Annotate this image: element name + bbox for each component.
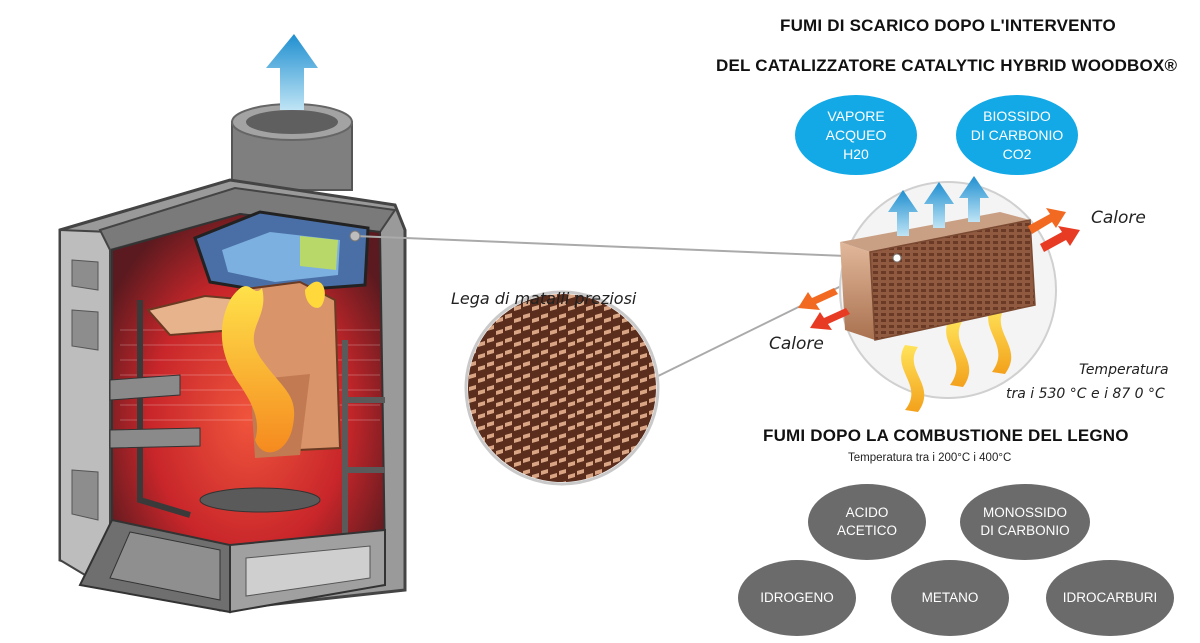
heat-wave-icon: [946, 318, 970, 387]
gas-bubble-water-vapor: VAPORE ACQUEO H20: [795, 95, 917, 175]
gas-bubble-methane: METANO: [891, 560, 1009, 636]
wood-stove: [58, 34, 407, 614]
flame-icon: [221, 286, 295, 453]
combustion-temperature: Temperatura tra i 200°C i 400°C: [848, 452, 1012, 464]
up-arrow-icon: [888, 190, 918, 236]
heat-arrow-icon: [1040, 226, 1080, 252]
catalyst-magnified: [798, 176, 1080, 412]
gas-bubble-hydrogen: IDROGENO: [738, 560, 856, 636]
heat-wave-icon: [901, 345, 925, 412]
flame-icon: [305, 281, 325, 308]
exhaust-title-line2: DEL CATALIZZATORE CATALYTIC HYBRID WOODB…: [716, 56, 1178, 75]
heat-arrow-icon: [1028, 208, 1066, 234]
gas-bubble-carbon-dioxide: BIOSSIDO DI CARBONIO CO2: [956, 95, 1078, 175]
connector-line: [354, 235, 896, 259]
heat-label-left: Calore: [769, 334, 824, 354]
gas-bubble-carbon-monoxide: MONOSSIDO DI CARBONIO: [960, 484, 1090, 560]
exhaust-title-line1: FUMI DI SCARICO DOPO L'INTERVENTO: [780, 16, 1116, 35]
heat-wave-icon: [988, 305, 1012, 374]
precious-metal-label: Lega di matalli preziosi: [451, 289, 637, 308]
catalyst-temperature-range: tra i 530 °C e i 87 0 °C: [1006, 386, 1165, 402]
up-arrow-icon: [266, 34, 318, 110]
precious-metal-mesh: [464, 290, 660, 486]
heat-arrow-icon: [810, 308, 850, 330]
catalyst-temperature-label: Temperatura: [1079, 362, 1169, 378]
gas-bubble-acetic-acid: ACIDO ACETICO: [808, 484, 926, 560]
combustion-title: FUMI DOPO LA COMBUSTIONE DEL LEGNO: [763, 426, 1129, 445]
up-arrow-icon: [924, 182, 954, 228]
heat-arrow-icon: [798, 288, 838, 310]
heat-label-right: Calore: [1091, 208, 1146, 228]
up-arrow-icon: [959, 176, 989, 222]
gas-bubble-hydrocarbons: IDROCARBURI: [1046, 560, 1174, 636]
